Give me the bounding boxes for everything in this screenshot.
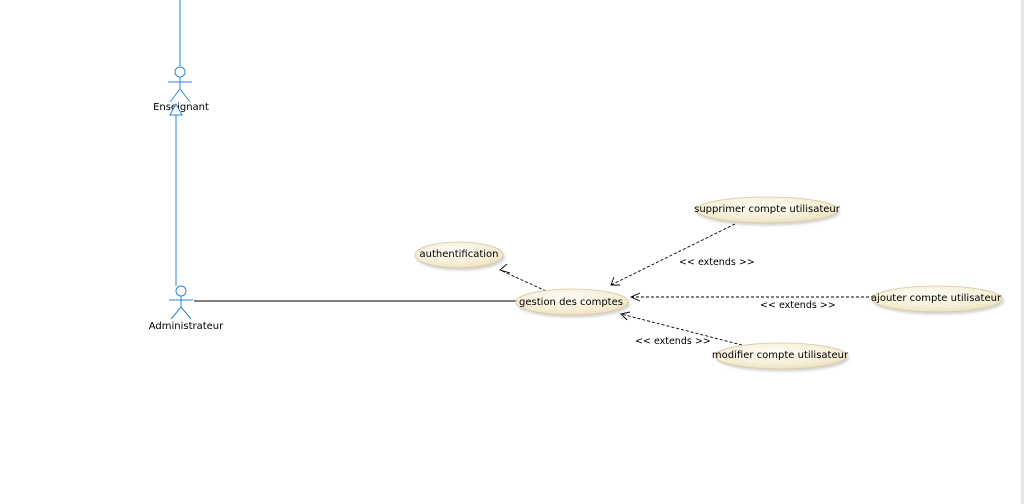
extend-supprimer-gestion[interactable] xyxy=(610,223,736,286)
extend-modifier-gestion[interactable] xyxy=(620,311,743,346)
canvas-right-edge xyxy=(1021,0,1024,504)
usecase-ajouter-compte[interactable]: ajouter compte utilisateur xyxy=(871,285,1003,313)
actor-enseignant-label: Enseignant xyxy=(153,102,209,113)
generalization-arrowhead-icon xyxy=(169,102,183,116)
extend-ajouter-gestion[interactable] xyxy=(629,292,874,302)
open-arrowhead-icon xyxy=(499,263,511,274)
actor-stick-figure-icon xyxy=(169,285,193,320)
usecase-supprimer-compte[interactable]: supprimer compte utilisateur xyxy=(694,196,841,224)
usecase-ajouter-label: ajouter compte utilisateur xyxy=(871,293,1002,304)
extends-label-supprimer: << extends >> xyxy=(679,257,755,268)
usecase-authentification[interactable]: authentification xyxy=(414,241,504,269)
actor-enseignant[interactable]: Enseignant xyxy=(153,66,209,113)
open-arrowhead-icon xyxy=(629,292,641,302)
usecase-modifier-label: modifier compte utilisateur xyxy=(712,350,849,361)
usecase-gestion-label: gestion des comptes xyxy=(519,297,623,308)
usecase-supprimer-label: supprimer compte utilisateur xyxy=(694,204,841,215)
dependency-gestion-authentification[interactable] xyxy=(499,263,547,292)
usecase-modifier-compte[interactable]: modifier compte utilisateur xyxy=(712,342,849,370)
actor-administrateur-label: Administrateur xyxy=(149,321,224,332)
extends-label-ajouter: << extends >> xyxy=(760,300,836,311)
open-arrowhead-icon xyxy=(620,311,631,321)
actor-administrateur[interactable]: Administrateur xyxy=(149,285,224,332)
usecase-authentification-label: authentification xyxy=(420,249,499,260)
extends-label-modifier: << extends >> xyxy=(635,336,711,347)
usecase-gestion-des-comptes[interactable]: gestion des comptes xyxy=(515,288,629,316)
generalization-admin-enseignant[interactable] xyxy=(169,102,183,286)
open-arrowhead-icon xyxy=(610,276,620,286)
actor-stick-figure-icon xyxy=(168,66,192,103)
